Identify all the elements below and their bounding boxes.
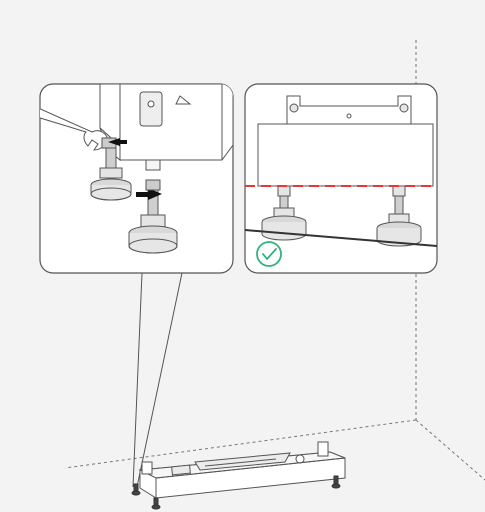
base-frame-icon bbox=[140, 442, 345, 498]
panel-level-check bbox=[245, 84, 437, 273]
checkmark-icon bbox=[257, 242, 281, 266]
panel-adjust-feet bbox=[9, 84, 233, 273]
cabinet-corner bbox=[96, 84, 233, 160]
cabinet-body bbox=[258, 124, 433, 186]
